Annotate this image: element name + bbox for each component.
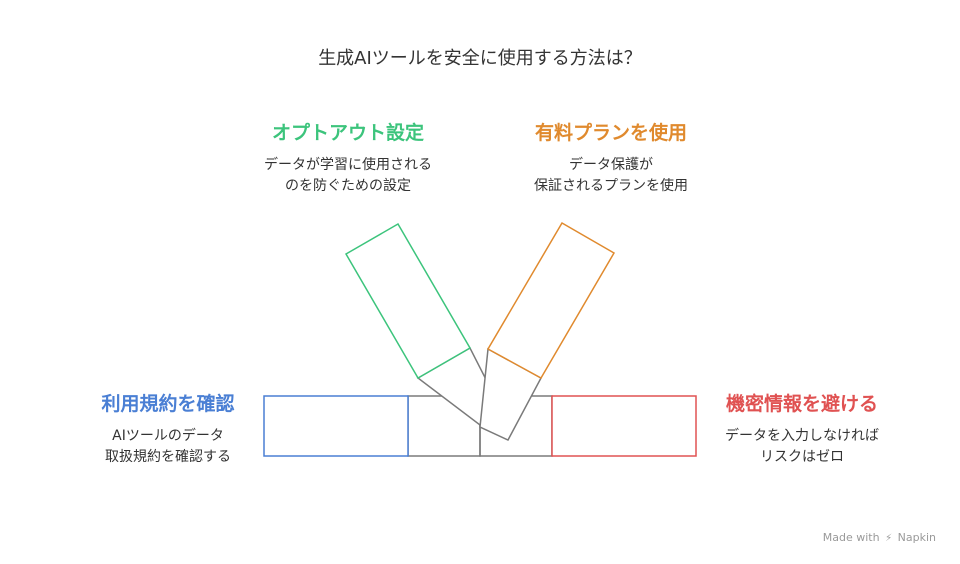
page-title: 生成AIツールを安全に使用する方法は？ xyxy=(318,48,642,69)
heading-avoid-confidential: 機密情報を避ける xyxy=(725,393,878,415)
desc-terms-line-2: 取扱規約を確認する xyxy=(105,449,231,465)
napkin-icon: ⚡ xyxy=(885,533,893,544)
desc-opt-out-line-1: データが学習に使用される xyxy=(264,157,432,173)
bar-avoid-confidential xyxy=(551,395,697,457)
heading-opt-out: オプトアウト設定 xyxy=(271,122,424,144)
desc-paid-plan-line-2: 保証されるプランを使用 xyxy=(534,178,688,194)
desc-paid-plan: データ保護が 保証されるプランを使用 xyxy=(491,155,731,197)
desc-avoid-confidential-line-1: データを入力しなければ xyxy=(725,428,879,444)
arm-paid-plan xyxy=(486,221,616,380)
arm-opt-out xyxy=(344,222,472,380)
heading-paid-plan: 有料プランを使用 xyxy=(534,122,687,144)
desc-opt-out-line-2: のを防ぐための設定 xyxy=(285,178,411,194)
bar-terms xyxy=(263,395,409,457)
watermark-prefix: Made with xyxy=(822,531,880,544)
desc-avoid-confidential: データを入力しなければ リスクはゼロ xyxy=(692,426,912,468)
desc-avoid-confidential-line-2: リスクはゼロ xyxy=(760,449,844,465)
watermark[interactable]: Made with ⚡ Napkin xyxy=(823,531,936,544)
desc-terms-line-1: AIツールのデータ xyxy=(112,428,224,444)
desc-paid-plan-line-1: データ保護が xyxy=(569,157,653,173)
desc-opt-out: データが学習に使用される のを防ぐための設定 xyxy=(228,155,468,197)
heading-terms: 利用規約を確認 xyxy=(101,393,235,415)
watermark-brand: Napkin xyxy=(897,531,936,544)
desc-terms: AIツールのデータ 取扱規約を確認する xyxy=(58,426,278,468)
